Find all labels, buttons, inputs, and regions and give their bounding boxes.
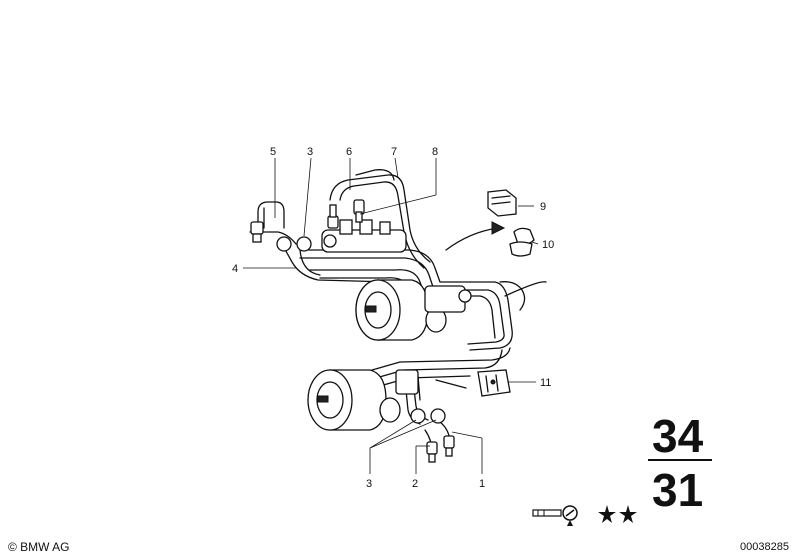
brake-booster-lower xyxy=(307,369,419,431)
callout-1: 1 xyxy=(479,478,485,490)
callout-3-upper: 3 xyxy=(307,146,313,158)
leader-lines xyxy=(243,157,539,474)
clip-9 xyxy=(487,189,517,217)
callout-3-lower: 3 xyxy=(366,478,372,490)
callout-8: 8 xyxy=(432,146,438,158)
callout-4: 4 xyxy=(232,263,238,275)
callout-7: 7 xyxy=(391,146,397,158)
callout-6: 6 xyxy=(346,146,352,158)
diagram-id: 00038285 xyxy=(740,541,789,553)
star-icon xyxy=(598,505,616,523)
master-cylinder xyxy=(321,219,407,253)
upper-brake-lines xyxy=(249,169,547,351)
callout-11: 11 xyxy=(540,377,551,389)
car-key-icon xyxy=(532,505,578,526)
fittings-lower xyxy=(410,408,455,463)
detail-arrow xyxy=(445,227,499,251)
callout-10: 10 xyxy=(542,239,554,251)
callout-5: 5 xyxy=(270,146,276,158)
group-sub-number: 31 xyxy=(652,464,703,516)
callout-2: 2 xyxy=(412,478,418,490)
clip-10 xyxy=(509,227,535,257)
clip-11 xyxy=(477,369,511,397)
copyright-text: © BMW AG xyxy=(8,540,70,554)
callout-9: 9 xyxy=(540,201,546,213)
group-main-number: 34 xyxy=(652,410,704,462)
detail-arrow-head xyxy=(491,221,506,235)
star-icon xyxy=(619,505,637,523)
fittings-upper xyxy=(250,199,365,252)
brake-booster-upper xyxy=(355,279,472,341)
